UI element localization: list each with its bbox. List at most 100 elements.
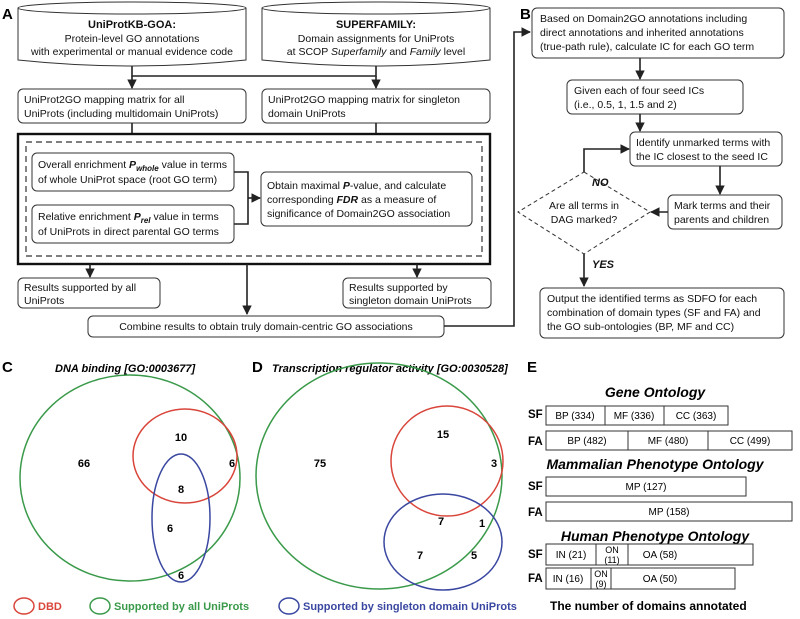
decision-line2: DAG marked? [551, 214, 618, 226]
mp-fa-bar: MP (158) [545, 501, 793, 522]
mp-title: Mammalian Phenotype Ontology [546, 456, 764, 472]
res1-line2: UniProts [24, 295, 64, 307]
superfamily-database: SUPERFAMILY: Domain assignments for UniP… [261, 1, 491, 67]
enrichment-dashed-box [25, 141, 483, 257]
venn-c-blue-only: 6 [178, 570, 184, 582]
panel-e-caption: The number of domains annotated [550, 599, 747, 613]
venn-c-all-three: 8 [178, 484, 184, 496]
uniprotkb-goa-database: UniProtKB-GOA: Protein-level GO annotati… [17, 1, 247, 67]
hp-title: Human Phenotype Ontology [561, 528, 750, 544]
venn-c-blue-green: 6 [167, 523, 173, 535]
map1-line1: UniProt2GO mapping matrix for all [24, 94, 184, 106]
output-line2: combination of domain types (SF and FA) … [547, 307, 761, 319]
venn-c-blue-ellipse [151, 453, 211, 583]
hp-fa-bar: IN (16) ON (9) OA (50) [545, 567, 736, 590]
step1-line2: direct annotations and inherited annotat… [540, 27, 744, 39]
venn-d-green-only: 75 [314, 458, 326, 470]
mp-sf-segment [545, 476, 747, 497]
mp-fa-value: MP (158) [649, 507, 690, 518]
venn-d-red-blue: 1 [479, 518, 485, 530]
res2-line2: singleton domain UniProts [349, 295, 472, 307]
identify-unmarked-box: Identify unmarked terms with the IC clos… [629, 131, 783, 167]
step1-line3: (true-path rule), calculate IC for each … [540, 41, 754, 53]
venn-d-blue-only: 5 [471, 550, 477, 562]
decision-line1: Are all terms in [549, 200, 619, 212]
go-fa-bp-label: BP (482) [567, 436, 606, 447]
venn-c-red-green: 6 [229, 458, 235, 470]
maximal-line2: corresponding FDR as a measure of [267, 194, 436, 206]
panel-label-d: D [252, 359, 263, 376]
panel-label-b: B [520, 6, 531, 23]
overall-line1: Overall enrichment Pwhole value in terms [38, 159, 227, 173]
go-sf-label: SF [528, 409, 543, 421]
hp-sf-on-count: (11) [604, 555, 619, 565]
res1-line1: Results supported by all [24, 282, 136, 294]
hp-sf-bar: IN (21) ON (11) OA (58) [545, 543, 754, 566]
venn-d-blue-ellipse [383, 493, 503, 591]
legend-singleton: Supported by singleton domain UniProts [303, 601, 517, 613]
seed-ic-box: Given each of four seed ICs (i.e., 0.5, … [566, 79, 744, 115]
mp-sf-bar: MP (127) [545, 476, 747, 497]
venn-d-all-three: 7 [438, 516, 444, 528]
mp-fa-segment [545, 501, 793, 522]
mp-sf-label: SF [528, 481, 543, 493]
step4-line1: Mark terms and their [674, 200, 771, 212]
map1-line2: UniProts (including multidomain UniProts… [24, 108, 218, 120]
overall-line2: of whole UniProt space (root GO term) [38, 174, 217, 186]
step2-line1: Given each of four seed ICs [574, 85, 704, 97]
step1-line1: Based on Domain2GO annotations including [540, 13, 747, 25]
hp-sf-on-label: ON [605, 545, 619, 555]
go-sf-cc-label: CC (363) [676, 411, 717, 422]
arrow-no-loop [583, 144, 630, 172]
venn-d-red-green: 15 [437, 429, 449, 441]
output-sdfo-box: Output the identified terms as SDFO for … [539, 287, 785, 339]
maximal-p-value-box: Obtain maximal P-value, and calculate co… [260, 171, 473, 227]
panel-label-e: E [527, 359, 537, 376]
go-fa-bar: BP (482) MF (480) CC (499) [545, 430, 793, 451]
hp-fa-oa [610, 567, 736, 590]
res2-line1: Results supported by [349, 282, 448, 294]
relative-line2: of UniProts in direct parental GO terms [38, 226, 219, 238]
panel-label-a: A [2, 6, 13, 23]
enrichment-container [16, 132, 492, 266]
step3-line1: Identify unmarked terms with [636, 137, 770, 149]
legend-singleton-marker [278, 597, 300, 615]
maximal-line1: Obtain maximal P-value, and calculate [267, 180, 446, 192]
venn-d-red-only: 3 [491, 458, 497, 470]
db2-line2: at SCOP Superfamily and Family level [287, 46, 465, 58]
go-sf-bar: BP (334) MF (336) CC (363) [545, 405, 729, 426]
results-singleton-uniprots: Results supported by singleton domain Un… [342, 277, 492, 309]
enrichment-bracket [234, 171, 249, 225]
db2-line1: Domain assignments for UniProts [298, 33, 454, 45]
venn-legend: DBD Supported by all UniProts Supported … [13, 597, 517, 615]
venn-d-red-circle [390, 405, 504, 517]
hp-sf-label: SF [528, 549, 543, 561]
hp-fa-on-count: (9) [596, 579, 607, 589]
map2-line1: UniProt2GO mapping matrix for singleton [268, 94, 460, 106]
calculate-ic-box: Based on Domain2GO annotations including… [531, 7, 785, 59]
output-line3: the GO sub-ontologies (BP, MF and CC) [547, 321, 734, 333]
legend-all: Supported by all UniProts [114, 601, 249, 613]
no-label: NO [592, 177, 609, 189]
yes-label: YES [592, 259, 615, 271]
hp-fa-oa-label: OA (50) [643, 574, 677, 585]
map2-line2: domain UniProts [268, 108, 346, 120]
db1-line2: with experimental or manual evidence cod… [30, 46, 233, 58]
decision-diamond: Are all terms in DAG marked? [517, 171, 651, 255]
step4-line2: parents and children [674, 214, 769, 226]
mp-fa-label: FA [528, 507, 543, 519]
hp-sf-oa [627, 543, 754, 566]
venn-c-green-only: 66 [78, 458, 90, 470]
output-line1: Output the identified terms as SDFO for … [547, 293, 757, 305]
go-fa-label: FA [528, 436, 543, 448]
venn-d-blue-green: 7 [417, 550, 423, 562]
overall-enrichment-box: Overall enrichment Pwhole value in terms… [31, 152, 235, 192]
venn-c-green-circle [19, 374, 241, 582]
mark-terms-box: Mark terms and their parents and childre… [667, 194, 783, 230]
db-merge-connector [131, 66, 377, 77]
mapping-matrix-all: UniProt2GO mapping matrix for all UniPro… [17, 88, 247, 124]
legend-dbd: DBD [38, 601, 62, 613]
go-sf-mf-label: MF (336) [614, 411, 655, 422]
venn-c: 66 10 6 8 6 6 [19, 374, 241, 583]
